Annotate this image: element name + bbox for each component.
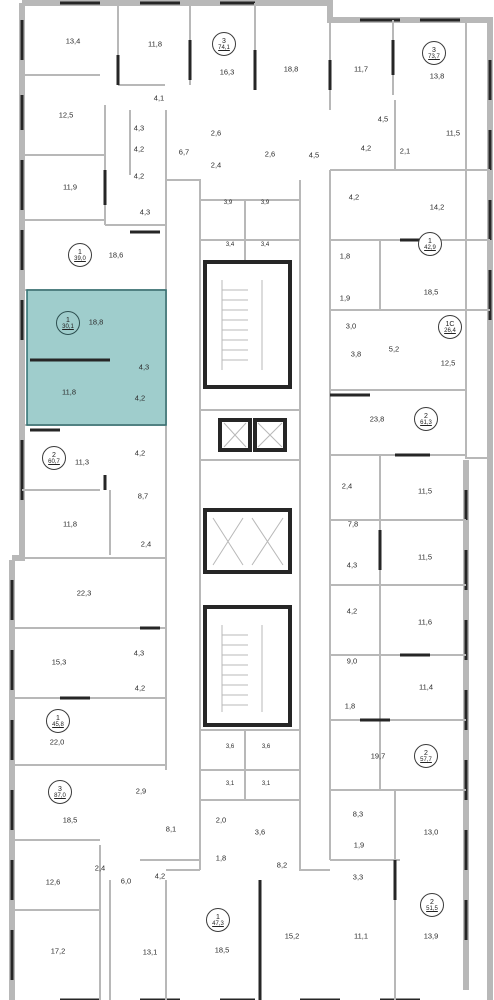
- apartment-rooms: 2: [424, 749, 428, 757]
- apartment-rooms: 1: [66, 316, 70, 324]
- apartment-total-area: 61,3: [420, 419, 432, 426]
- corridor-walls: [166, 179, 330, 871]
- heavy-partitions: [30, 40, 440, 1000]
- core-heavy-walls: [203, 260, 292, 727]
- apartment-rooms: 3: [58, 785, 62, 793]
- apartment-rooms: 1С: [445, 320, 455, 328]
- apartment-rooms: 1: [56, 714, 60, 722]
- apartment-rooms: 3: [432, 46, 436, 54]
- outer-wall-right-upper: [465, 20, 490, 459]
- building-outline: [9, 0, 493, 1000]
- apartment-rooms: 1: [428, 237, 432, 245]
- apartment-total-area: 60,7: [48, 458, 60, 465]
- selected-apartment-highlight[interactable]: [27, 290, 166, 425]
- apartment-rooms: 2: [424, 412, 428, 420]
- apartment-rooms: 2: [52, 451, 56, 459]
- apartment-total-area: 39,0: [74, 255, 86, 262]
- apartment-rooms: 2: [430, 898, 434, 906]
- left-wing-walls: [12, 3, 256, 1000]
- apartment-total-area: 47,3: [212, 920, 224, 927]
- apartment-total-area: 51,5: [426, 905, 438, 912]
- apartment-total-area: 26,4: [444, 327, 456, 334]
- apartment-total-area: 45,8: [52, 721, 64, 728]
- apartment-total-area: 73,7: [428, 53, 440, 60]
- apartment-total-area: 42,9: [424, 244, 436, 251]
- apartment-rooms: 1: [216, 913, 220, 921]
- apartment-total-area: 30,1: [62, 323, 74, 330]
- stair-flights: [212, 280, 284, 712]
- apartment-total-area: 74,1: [218, 44, 230, 51]
- apartment-total-area: 57,7: [420, 756, 432, 763]
- window-strips: [10, 1, 492, 1000]
- selected-apartment-outline: [26, 289, 167, 426]
- apartment-total-area: 87,0: [54, 792, 66, 799]
- apartment-rooms: 1: [78, 248, 82, 256]
- apartment-rooms: 3: [222, 37, 226, 45]
